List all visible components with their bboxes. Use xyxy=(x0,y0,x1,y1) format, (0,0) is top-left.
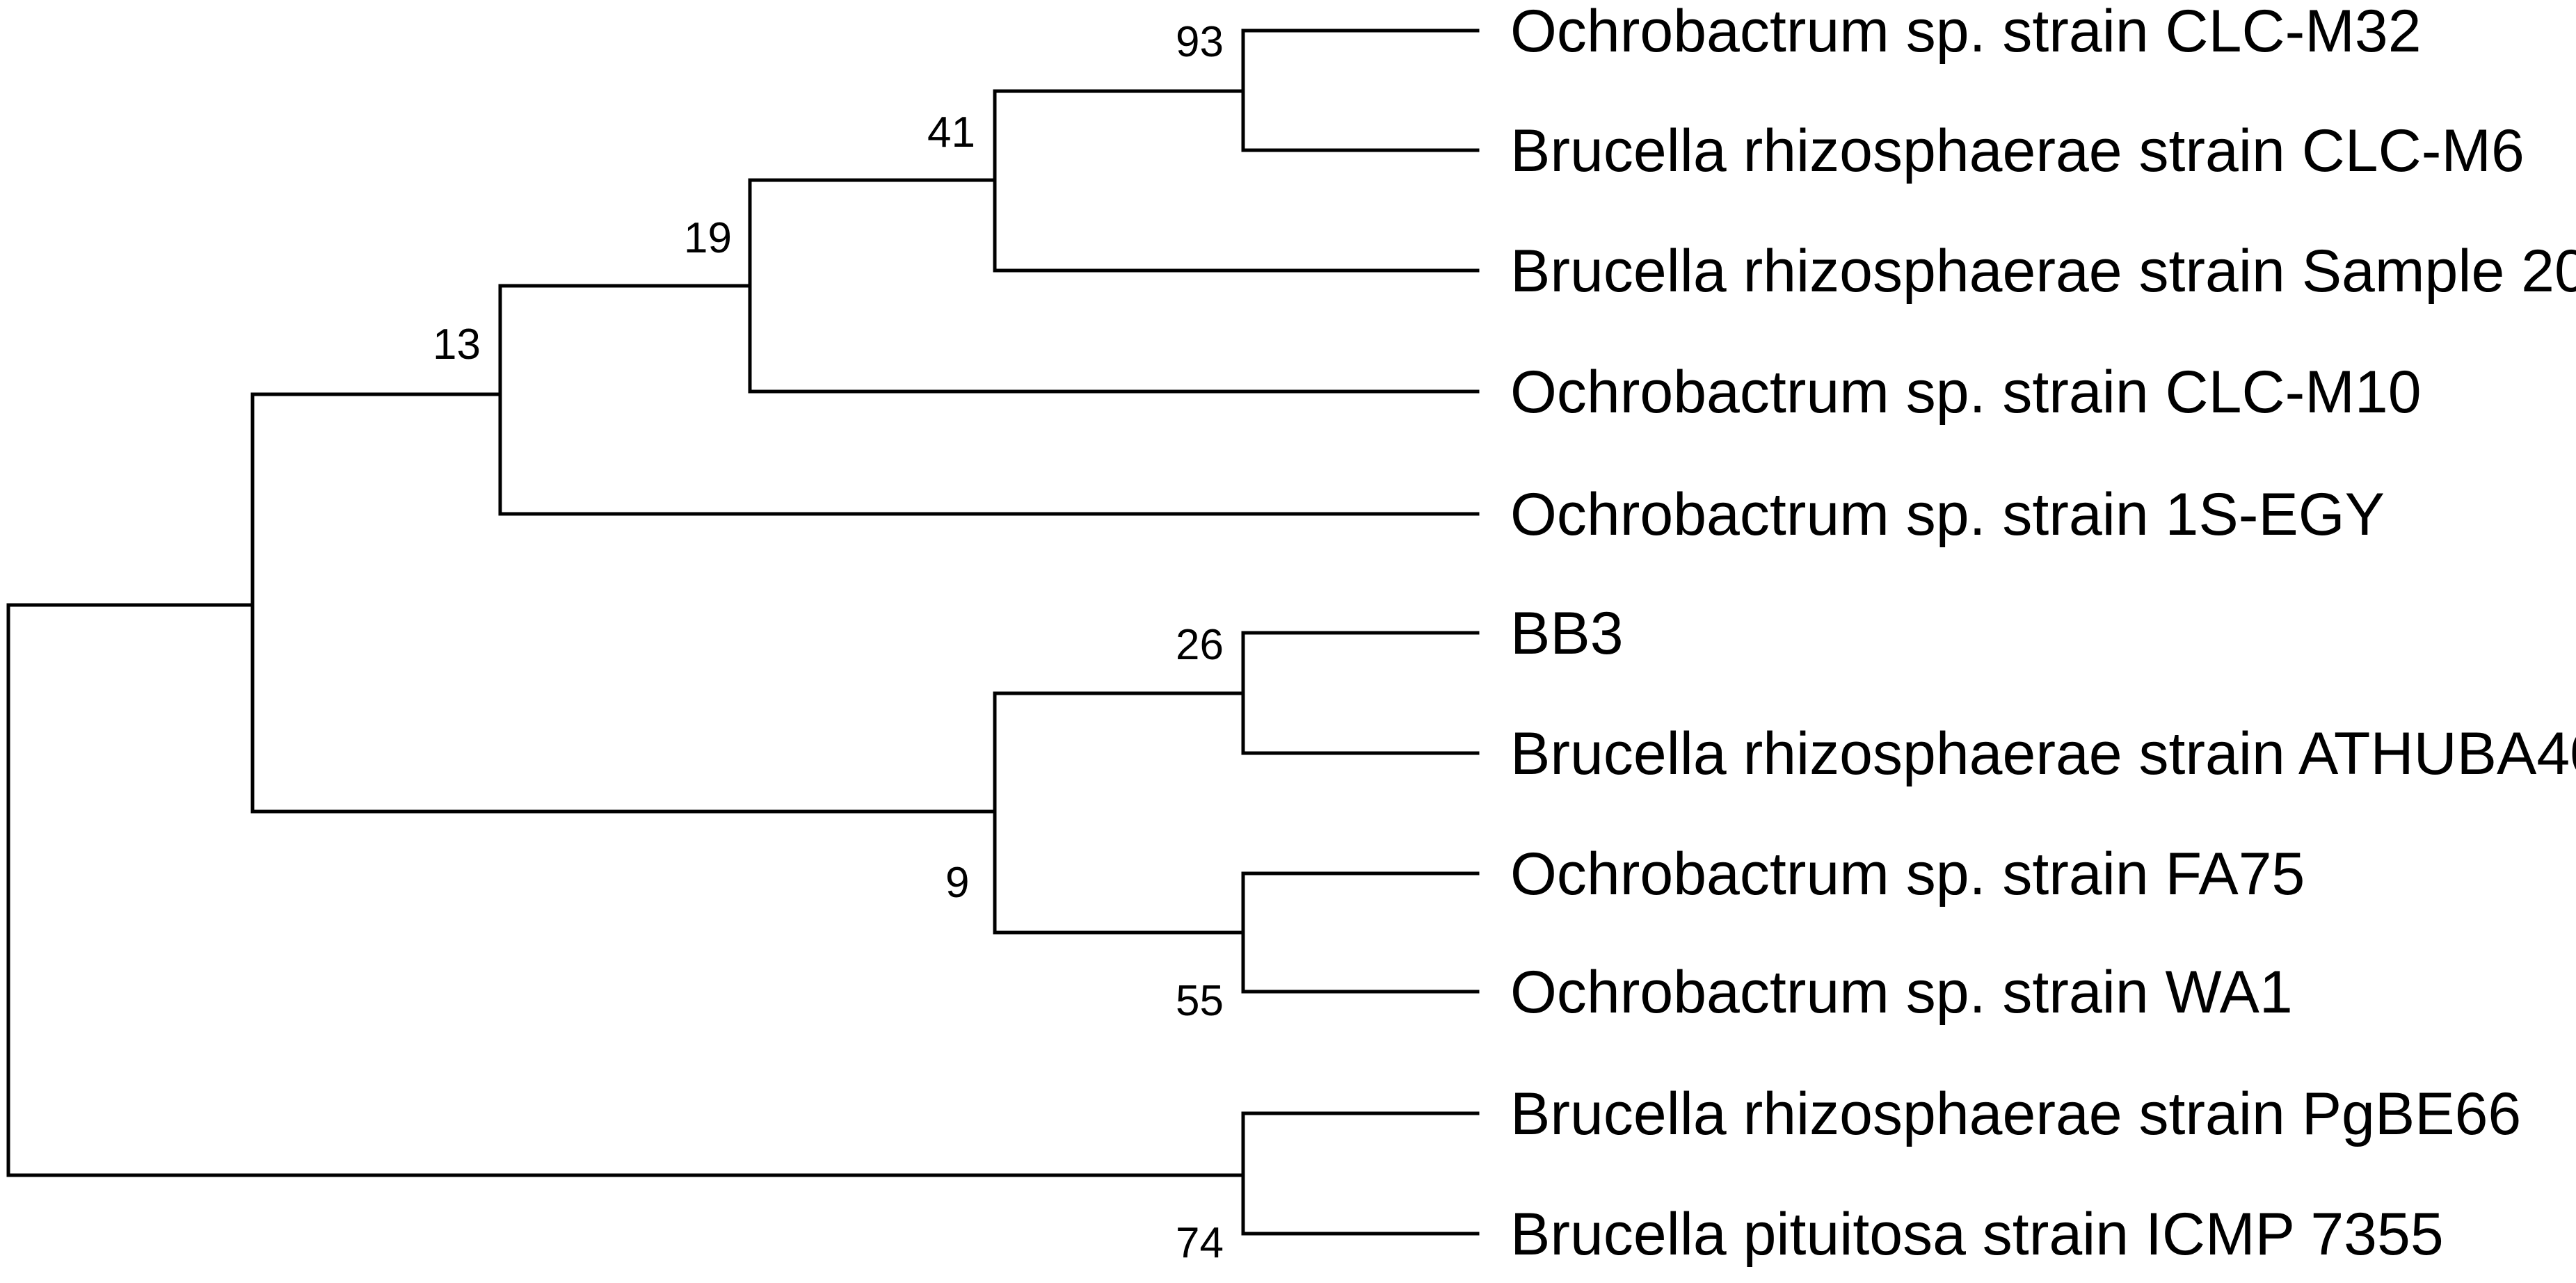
node-55-branch xyxy=(1241,871,1480,994)
node-74-branch xyxy=(1241,1111,1480,1236)
leaf-label: Ochrobactrum sp. strain FA75 xyxy=(1510,841,2305,907)
bootstrap-value: 55 xyxy=(1176,977,1224,1025)
node-93-branch xyxy=(1241,29,1480,152)
bootstrap-value: 13 xyxy=(433,321,481,369)
bootstrap-value: 41 xyxy=(927,108,975,156)
bootstrap-value: 74 xyxy=(1176,1219,1224,1267)
tree-branches xyxy=(6,29,1480,1236)
leaf-label: Brucella rhizosphaerae strain ATHUBA4013 xyxy=(1510,720,2576,787)
leaf-label: Brucella pituitosa strain ICMP 7355 xyxy=(1510,1201,2444,1268)
node-26-branch xyxy=(1241,631,1480,755)
leaf-label: Ochrobactrum sp. strain 1S-EGY xyxy=(1510,481,2385,548)
leaf-label: Ochrobactrum sp. strain CLC-M32 xyxy=(1510,0,2422,65)
bootstrap-value: 93 xyxy=(1176,18,1224,66)
node-13-branch xyxy=(498,284,1480,516)
bootstrap-values: 93 41 19 13 26 9 55 74 xyxy=(433,18,1224,1267)
bootstrap-value: 26 xyxy=(1176,621,1224,669)
node-19-branch xyxy=(748,178,1480,394)
leaf-label: Brucella rhizosphaerae strain Sample 20 xyxy=(1510,238,2576,305)
node-9-branch xyxy=(993,691,1245,935)
leaf-label: Brucella rhizosphaerae strain CLC-M6 xyxy=(1510,118,2525,184)
leaf-label: Ochrobactrum sp. strain CLC-M10 xyxy=(1510,359,2422,426)
leaf-label: Ochrobactrum sp. strain WA1 xyxy=(1510,959,2293,1026)
bootstrap-value: 9 xyxy=(945,859,969,907)
leaf-label: BB3 xyxy=(1510,600,1624,667)
ingroup-branch xyxy=(250,392,997,814)
bootstrap-value: 19 xyxy=(684,214,732,262)
leaf-labels: Ochrobactrum sp. strain CLC-M32 Brucella… xyxy=(1510,0,2576,1268)
leaf-label: Brucella rhizosphaerae strain PgBE66 xyxy=(1510,1081,2521,1147)
node-41-branch xyxy=(993,89,1480,273)
root-branch xyxy=(6,603,1245,1177)
